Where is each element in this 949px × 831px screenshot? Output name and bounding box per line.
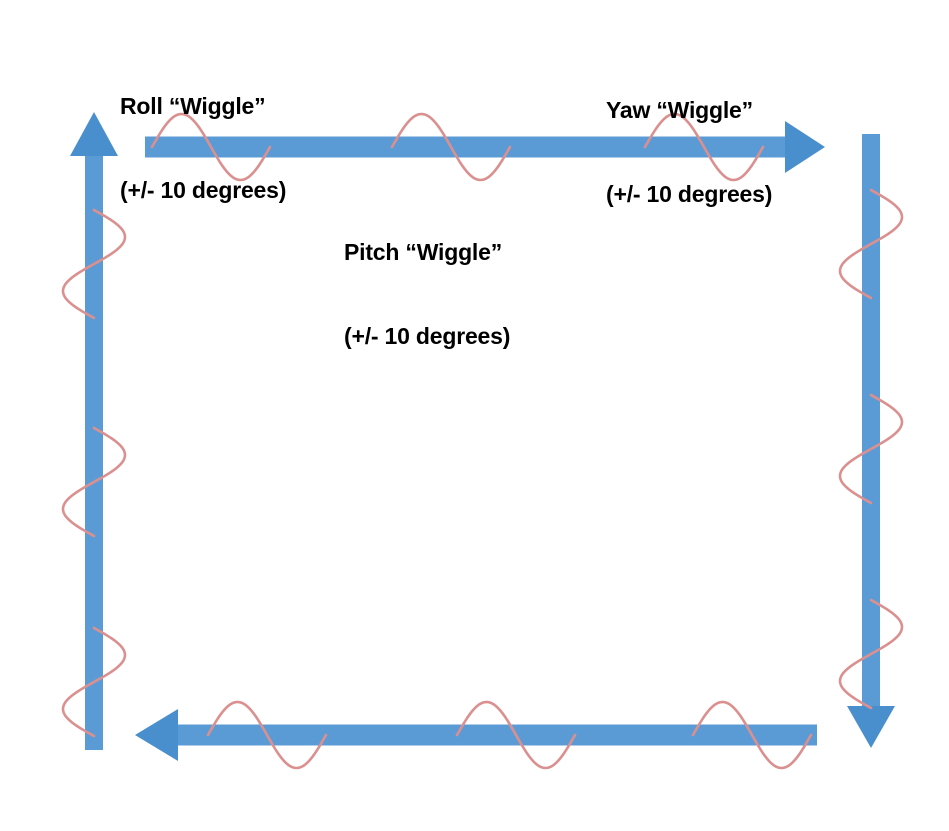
wiggle-wave-segment bbox=[390, 112, 512, 182]
yaw-axis-arrow-head bbox=[847, 706, 895, 748]
pitch-axis-arrow bbox=[145, 121, 825, 173]
pitch-axis-arrow-head bbox=[785, 121, 825, 173]
wiggle-wave-segment bbox=[838, 393, 904, 505]
waves-layer bbox=[61, 112, 904, 770]
pitch-axis-arrow-shaft bbox=[145, 136, 785, 158]
wiggle-wave-segment bbox=[61, 426, 127, 538]
wiggle-wave-segment bbox=[691, 700, 813, 770]
return-leg-arrow-head bbox=[135, 709, 178, 761]
yaw-axis-arrow bbox=[847, 134, 895, 748]
roll-axis-arrow-head bbox=[70, 112, 118, 156]
wiggle-wave-segment bbox=[206, 700, 328, 770]
wiggle-wave-segment bbox=[61, 626, 127, 738]
return-leg-arrow-shaft bbox=[178, 724, 817, 746]
label-roll-wiggle: Roll “Wiggle” (+/- 10 degrees) bbox=[120, 36, 286, 260]
roll-axis-arrow-shaft bbox=[85, 156, 103, 750]
wiggle-wave-segment bbox=[643, 112, 765, 182]
arrows-layer bbox=[70, 112, 895, 761]
label-roll-line2: (+/- 10 degrees) bbox=[120, 177, 287, 204]
label-pitch-line1: Pitch “Wiggle” bbox=[344, 239, 502, 266]
wiggle-wave-segment bbox=[838, 598, 904, 710]
return-leg-arrow bbox=[135, 709, 817, 761]
wiggle-wave-segment bbox=[455, 700, 577, 770]
roll-axis-arrow bbox=[70, 112, 118, 750]
wiggle-wave-segment bbox=[61, 208, 127, 320]
label-yaw-line2: (+/- 10 degrees) bbox=[606, 181, 773, 208]
label-yaw-wiggle: Yaw “Wiggle” (+/- 10 degrees) bbox=[606, 40, 772, 264]
label-yaw-line1: Yaw “Wiggle” bbox=[606, 97, 753, 124]
label-roll-line1: Roll “Wiggle” bbox=[120, 93, 266, 120]
label-pitch-line2: (+/- 10 degrees) bbox=[344, 323, 511, 350]
yaw-axis-arrow-shaft bbox=[862, 134, 880, 706]
wiggle-wave-segment bbox=[838, 188, 904, 300]
wiggle-wave-segment bbox=[150, 112, 272, 182]
label-pitch-wiggle: Pitch “Wiggle” (+/- 10 degrees) bbox=[344, 182, 510, 406]
